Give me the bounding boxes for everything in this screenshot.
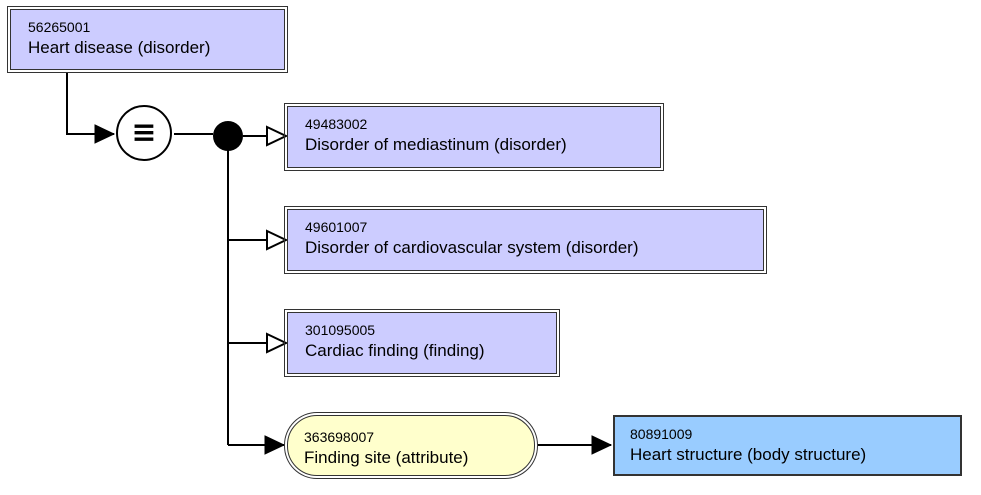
parent-concept-sctid: 49601007 xyxy=(305,219,368,235)
parent-concept-fsn: Cardiac finding (finding) xyxy=(305,341,485,360)
attribute-value-sctid: 80891009 xyxy=(630,426,693,442)
focus-concept[interactable]: 56265001 Heart disease (disorder) xyxy=(7,6,288,73)
parent-concept-fsn: Disorder of mediastinum (disorder) xyxy=(305,135,567,154)
focus-concept-sctid: 56265001 xyxy=(28,19,91,35)
parent-concept-sctid: 301095005 xyxy=(305,322,376,338)
parent-concept-sctid: 49483002 xyxy=(305,116,368,132)
focus-concept-fsn: Heart disease (disorder) xyxy=(28,38,211,57)
attribute-finding-site[interactable]: 363698007 Finding site (attribute) xyxy=(287,415,535,476)
focus-to-definition-line xyxy=(66,72,116,144)
parent-concept-fsn: Disorder of cardiovascular system (disor… xyxy=(305,238,639,257)
attribute-sctid: 363698007 xyxy=(304,429,375,445)
equivalent-symbol: ≡ xyxy=(131,115,157,150)
attribute-fsn: Finding site (attribute) xyxy=(304,448,469,467)
definition-status-equivalent: ≡ xyxy=(116,105,172,161)
conjunction-node xyxy=(213,121,243,151)
attribute-value-fsn: Heart structure (body structure) xyxy=(630,445,867,464)
parent-concept-cardiac-finding[interactable]: 301095005 Cardiac finding (finding) xyxy=(284,309,560,377)
parent-concept-mediastinum[interactable]: 49483002 Disorder of mediastinum (disord… xyxy=(284,103,664,171)
attribute-value-heart-structure[interactable]: 80891009 Heart structure (body structure… xyxy=(613,415,962,476)
parent-concept-cardiovascular[interactable]: 49601007 Disorder of cardiovascular syst… xyxy=(284,206,767,274)
